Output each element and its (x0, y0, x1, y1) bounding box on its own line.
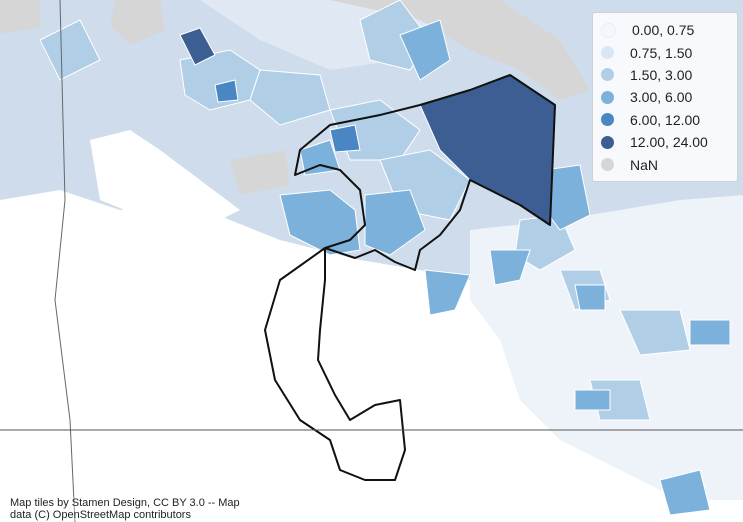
road-west (54, 0, 76, 522)
legend-label: NaN (630, 156, 659, 173)
tracts-6-12 (214, 79, 361, 153)
legend-label: 0.75, 1.50 (630, 44, 693, 61)
nan-area-north (330, 0, 590, 100)
attribution-line-2: data (C) OpenStreetMap contributors (10, 509, 191, 521)
legend-item: 6.00, 12.00 (601, 109, 731, 131)
legend-label: 1.50, 3.00 (630, 66, 693, 83)
tracts-3-6 (279, 19, 731, 516)
legend-swatch (601, 135, 614, 149)
legend-swatch (601, 22, 616, 38)
basemap-land-south (0, 190, 743, 522)
legend-item: 12.00, 24.00 (601, 131, 731, 153)
legend-swatch (601, 90, 614, 104)
nan-area-nw (0, 0, 40, 34)
legend-item: 1.50, 3.00 (601, 64, 731, 86)
legend-swatch (601, 68, 614, 82)
legend-swatch (601, 113, 614, 127)
legend-label: 0.00, 0.75 (632, 22, 695, 39)
legend-swatch (601, 158, 614, 172)
basemap-land-north (0, 0, 470, 70)
attribution-line-1: Map tiles by Stamen Design, CC BY 3.0 --… (10, 497, 240, 509)
legend-item: 0.00, 0.75 (601, 19, 731, 41)
nan-area-n2 (110, 0, 165, 45)
nan-area-w (230, 150, 290, 195)
legend-item: NaN (601, 153, 731, 175)
legend-swatch (601, 46, 614, 60)
map-attribution: Map tiles by Stamen Design, CC BY 3.0 --… (10, 497, 240, 521)
map-legend: 0.00, 0.75 0.75, 1.50 1.50, 3.00 3.00, 6… (592, 12, 738, 182)
city-boundary (264, 74, 556, 481)
urban-grid-east (470, 195, 743, 500)
legend-label: 3.00, 6.00 (630, 89, 693, 106)
legend-item: 3.00, 6.00 (601, 86, 731, 108)
legend-label: 6.00, 12.00 (630, 111, 701, 128)
basemap-land-mid (90, 130, 240, 230)
legend-label: 12.00, 24.00 (630, 134, 708, 151)
legend-item: 0.75, 1.50 (601, 41, 731, 63)
